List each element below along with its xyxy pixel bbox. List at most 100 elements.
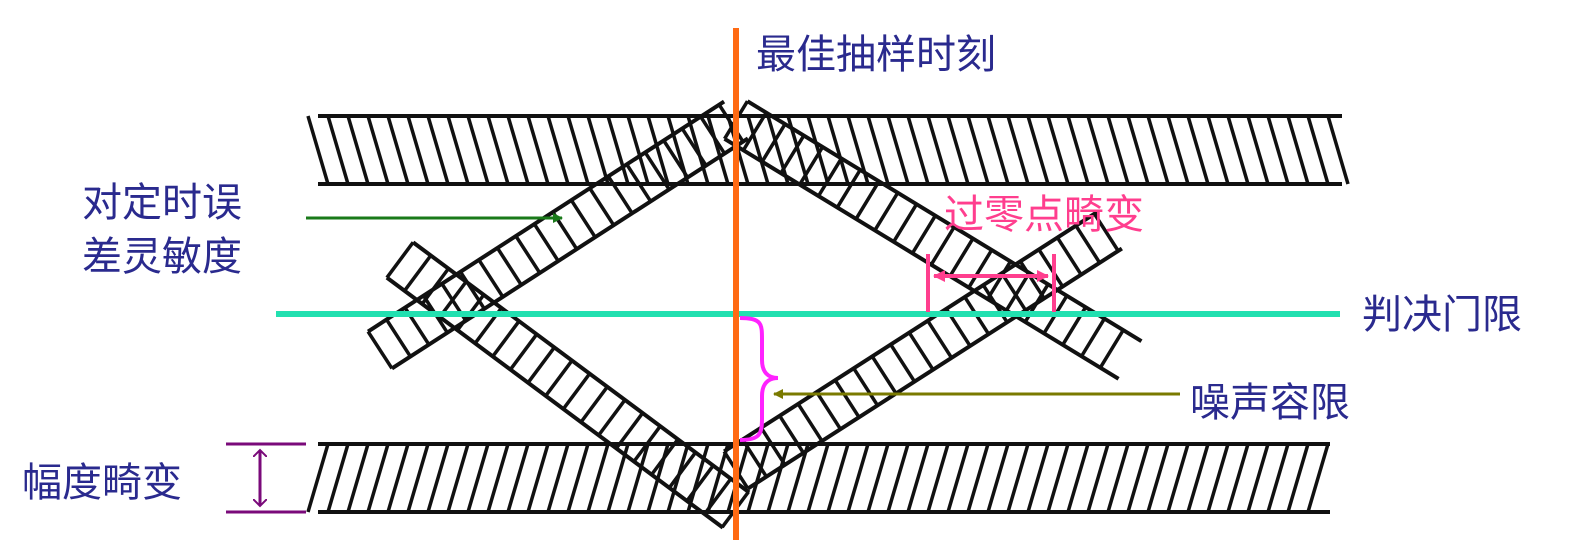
bottom-rail-hatch [826,443,850,513]
bottom-rail-hatch [1186,443,1210,513]
diag-left-down-hatch [509,333,539,371]
diag-right-up-hatch [926,319,954,359]
amplitude-distortion-label: 幅度畸变 [22,460,182,506]
bottom-rail-hatch [886,443,910,513]
top-rail-hatch [1066,115,1090,185]
top-rail-hatch [1306,115,1330,185]
bottom-rail-hatch [986,443,1010,513]
diag-left-up-hatch [366,330,394,370]
top-rail-hatch [326,115,350,185]
diag-right-down-hatch [1098,329,1125,369]
diag-right-up-hatch [796,403,824,442]
bottom-rail-hatch [426,443,450,513]
top-rail-hatch [1246,115,1270,185]
bottom-rail-hatch [906,443,930,513]
top-rail-hatch [606,115,630,185]
diag-right-up-hatch [833,379,861,419]
decision-threshold-label: 判决门限 [1362,292,1522,338]
top-rail-hatch [1206,115,1230,185]
top-rail-hatch [366,115,390,185]
top-rail-hatch [706,115,730,185]
top-rail-hatch [1106,115,1130,185]
diag-left-up-hatch [662,139,690,179]
diag-right-down-edge [723,137,1120,381]
bottom-rail-hatch [946,443,970,513]
bottom-rail-hatch [566,443,590,513]
top-rail-hatch [986,115,1010,185]
bottom-rail-hatch [486,443,510,513]
diag-left-down-hatch [597,398,627,437]
bottom-rail-hatch [1266,443,1290,513]
top-rail-hatch [966,115,990,185]
top-rail-hatch [1166,115,1190,185]
bottom-rail-hatch [586,443,610,513]
bottom-rail-hatch [306,443,330,513]
diag-right-up-hatch [1037,248,1065,288]
diag-right-down-hatch [948,237,975,278]
bottom-rail-hatch [446,443,470,513]
top-rail-hatch [506,115,530,185]
top-rail-hatch [566,115,590,185]
top-rail-hatch [926,115,950,185]
bottom-rail-hatch [366,443,390,513]
diag-left-up-hatch [643,151,671,191]
diag-left-down-edge [385,276,725,530]
top-rail-hatch [1226,115,1250,185]
top-rail-hatch [426,115,450,185]
bottom-rail-hatch [326,443,350,513]
diag-right-down-hatch [892,203,919,243]
diag-left-up-hatch [606,175,634,215]
top-rail-hatch [906,115,930,185]
diag-left-up-hatch [699,115,727,155]
diag-right-up-edge [723,209,1100,454]
bottom-rail-hatch [406,443,430,513]
diag-right-down-hatch [798,146,825,186]
diag-left-up-hatch [532,223,560,262]
diag-left-down-hatch [614,412,644,450]
diag-left-down-hatch [561,372,592,411]
bottom-rail-hatch [866,443,890,513]
diag-right-down-hatch [1080,317,1106,358]
bottom-rail-hatch [1106,443,1130,513]
bottom-rail-hatch [786,443,810,513]
bottom-rail-hatch [1166,443,1190,513]
diag-right-down-hatch [929,226,956,266]
optimal-sampling-label: 最佳抽样时刻 [756,32,996,78]
bottom-rail-hatch [806,443,830,513]
top-rail-hatch [486,115,510,185]
bottom-rail-hatch [526,443,550,513]
diag-right-up-hatch [778,414,805,454]
diag-right-up-hatch [759,426,787,466]
timing-sensitivity-label-line2: 差灵敏度 [82,234,242,280]
double-vertical-arrow-icon [226,442,306,514]
diag-left-up-hatch [625,163,653,203]
diag-right-up-hatch [1055,236,1083,276]
bottom-rail-hatch [746,443,770,513]
diag-right-up-hatch [870,355,898,395]
diag-left-down-hatch [632,425,662,463]
bottom-rail-hatch [1026,443,1050,513]
diag-right-down-hatch [873,191,900,232]
bottom-rail-hatch [1066,443,1090,513]
diag-left-down-hatch [650,438,680,476]
top-rail-hatch [446,115,470,185]
diag-right-down-edge [746,99,1143,343]
diag-left-down-hatch [526,346,556,384]
top-rail-hatch [1086,115,1110,185]
diag-left-down-hatch [491,320,521,358]
diag-left-down-hatch [703,477,733,516]
diag-right-down-hatch [779,134,806,175]
diag-left-up-hatch [458,270,486,310]
diag-right-up-hatch [815,391,842,431]
diag-right-up-hatch [852,367,879,407]
bottom-rail-hatch [466,443,490,513]
double-horizontal-arrow-icon [926,254,1056,312]
top-rail-hatch [586,115,610,185]
curly-brace-icon [739,316,779,442]
top-rail-hatch [546,115,570,185]
diag-right-up-edge [746,246,1123,491]
diag-left-up-hatch [514,235,542,274]
bottom-rail-hatch [1146,443,1170,513]
top-rail-hatch [1046,115,1070,185]
